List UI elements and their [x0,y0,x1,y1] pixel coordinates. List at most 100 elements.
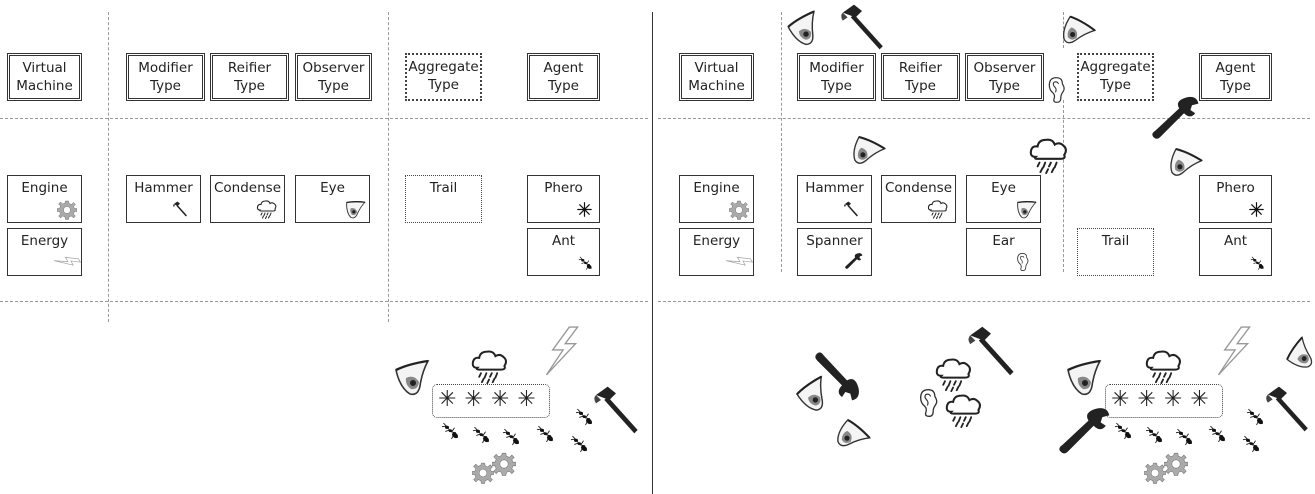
instance-label: Phero [544,180,583,196]
type-box-modifier: Modifier Type [126,53,205,101]
eye-icon [392,358,432,398]
type-label: Observer [973,60,1036,76]
spanner-icon [1058,405,1112,457]
type-box-virtual-machine: Virtual Machine [7,53,82,101]
ant-icon [1242,435,1262,455]
eye-icon [1064,358,1104,398]
lightning-icon [52,246,83,275]
instance-box-hammer: Hammer [126,175,201,223]
lightning-icon [540,325,582,377]
type-box-reifier: Reifier Type [210,53,289,101]
instance-box-energy: Energy [679,228,754,276]
eye-icon [1277,332,1315,380]
type-label: Virtual [22,60,67,76]
ant-icon [578,256,594,272]
cloud-rain-icon [1144,348,1184,384]
instance-label: Hammer [134,180,193,196]
spanner-icon [845,252,863,270]
type-label: Modifier [809,60,864,76]
grid-divider-horizontal [0,301,648,302]
hammer-icon [843,201,859,217]
ant-icon [441,422,461,442]
grid-divider-vertical [781,12,782,272]
instance-label: Phero [1216,180,1255,196]
type-box-aggregate: Aggregate Type [1077,53,1154,101]
instance-box-ant: Ant [527,228,600,276]
instance-label: Condense [213,180,281,196]
instance-label: Engine [693,180,740,196]
ant-icon [472,426,492,446]
instance-label: Trail [429,180,458,196]
type-label: Type [233,78,265,94]
gear-icon [1164,452,1188,476]
type-box-modifier: Modifier Type [797,53,876,101]
lightning-icon [724,246,755,275]
instance-box-eye: Eye [966,175,1041,223]
ant-icon [1175,428,1195,448]
grid-divider-vertical [108,12,109,322]
instance-label: Ant [1223,233,1248,249]
type-box-agent: Agent Type [1199,53,1272,101]
type-box-virtual-machine: Virtual Machine [679,53,754,101]
ear-icon [918,388,940,418]
instance-box-trail: Trail [405,175,482,223]
instance-label: Hammer [805,180,864,196]
type-label: Reifier [227,60,272,76]
instance-box-phero: Phero [1199,175,1272,223]
type-label: Observer [302,60,365,76]
gear-icon [1144,462,1166,484]
asterisk-icon [577,202,592,217]
cloud-rain-icon [470,348,510,384]
eye-icon [840,126,891,176]
ant-icon [502,428,522,448]
instance-label: Engine [21,180,68,196]
eye-icon [341,196,368,223]
instance-label: Condense [884,180,952,196]
type-label: Type [820,78,852,94]
instance-box-hammer: Hammer [797,175,872,223]
type-box-agent: Agent Type [527,53,600,101]
eye-icon [1012,196,1039,223]
instance-label: Energy [20,233,69,249]
aggregate-trail: ✳✳✳✳ [432,384,550,418]
type-box-reifier: Reifier Type [881,53,960,101]
type-label: Machine [688,78,745,94]
ant-icon [1246,408,1266,428]
instance-box-condense: Condense [210,175,285,223]
ant-icon [536,425,556,445]
type-box-aggregate: Aggregate Type [405,53,482,101]
ear-icon [1047,76,1067,104]
type-label: Type [988,78,1020,94]
grid-divider-horizontal [658,118,1310,119]
gear-icon [729,200,749,220]
type-label: Virtual [694,60,739,76]
cloud-rain-icon [944,392,984,428]
instance-box-ant: Ant [1199,228,1272,276]
type-box-observer: Observer Type [295,53,372,101]
eye-icon [782,8,826,52]
hammer-icon [1262,385,1312,433]
type-label: Type [547,78,579,94]
type-label: Agent [1215,60,1256,76]
instance-label: Ear [992,233,1015,249]
eye-icon [826,411,874,460]
instance-box-ear: Ear [966,228,1041,276]
type-label: Modifier [138,60,193,76]
instance-box-engine: Engine [679,175,754,223]
ant-icon [575,408,595,428]
grid-divider-vertical [1063,12,1064,48]
grid-divider-vertical [1063,100,1064,272]
hammer-icon [590,385,642,435]
type-label: Type [149,78,181,94]
instance-box-energy: Energy [7,228,82,276]
gear-icon [57,200,77,220]
panel-separator [652,12,653,494]
ant-icon [1114,422,1134,442]
instance-box-spanner: Spanner [797,228,872,276]
instance-label: Ant [551,233,576,249]
type-box-observer: Observer Type [965,53,1044,101]
grid-divider-horizontal [658,301,1310,302]
type-label: Type [427,77,459,93]
instance-label: Eye [991,180,1016,196]
